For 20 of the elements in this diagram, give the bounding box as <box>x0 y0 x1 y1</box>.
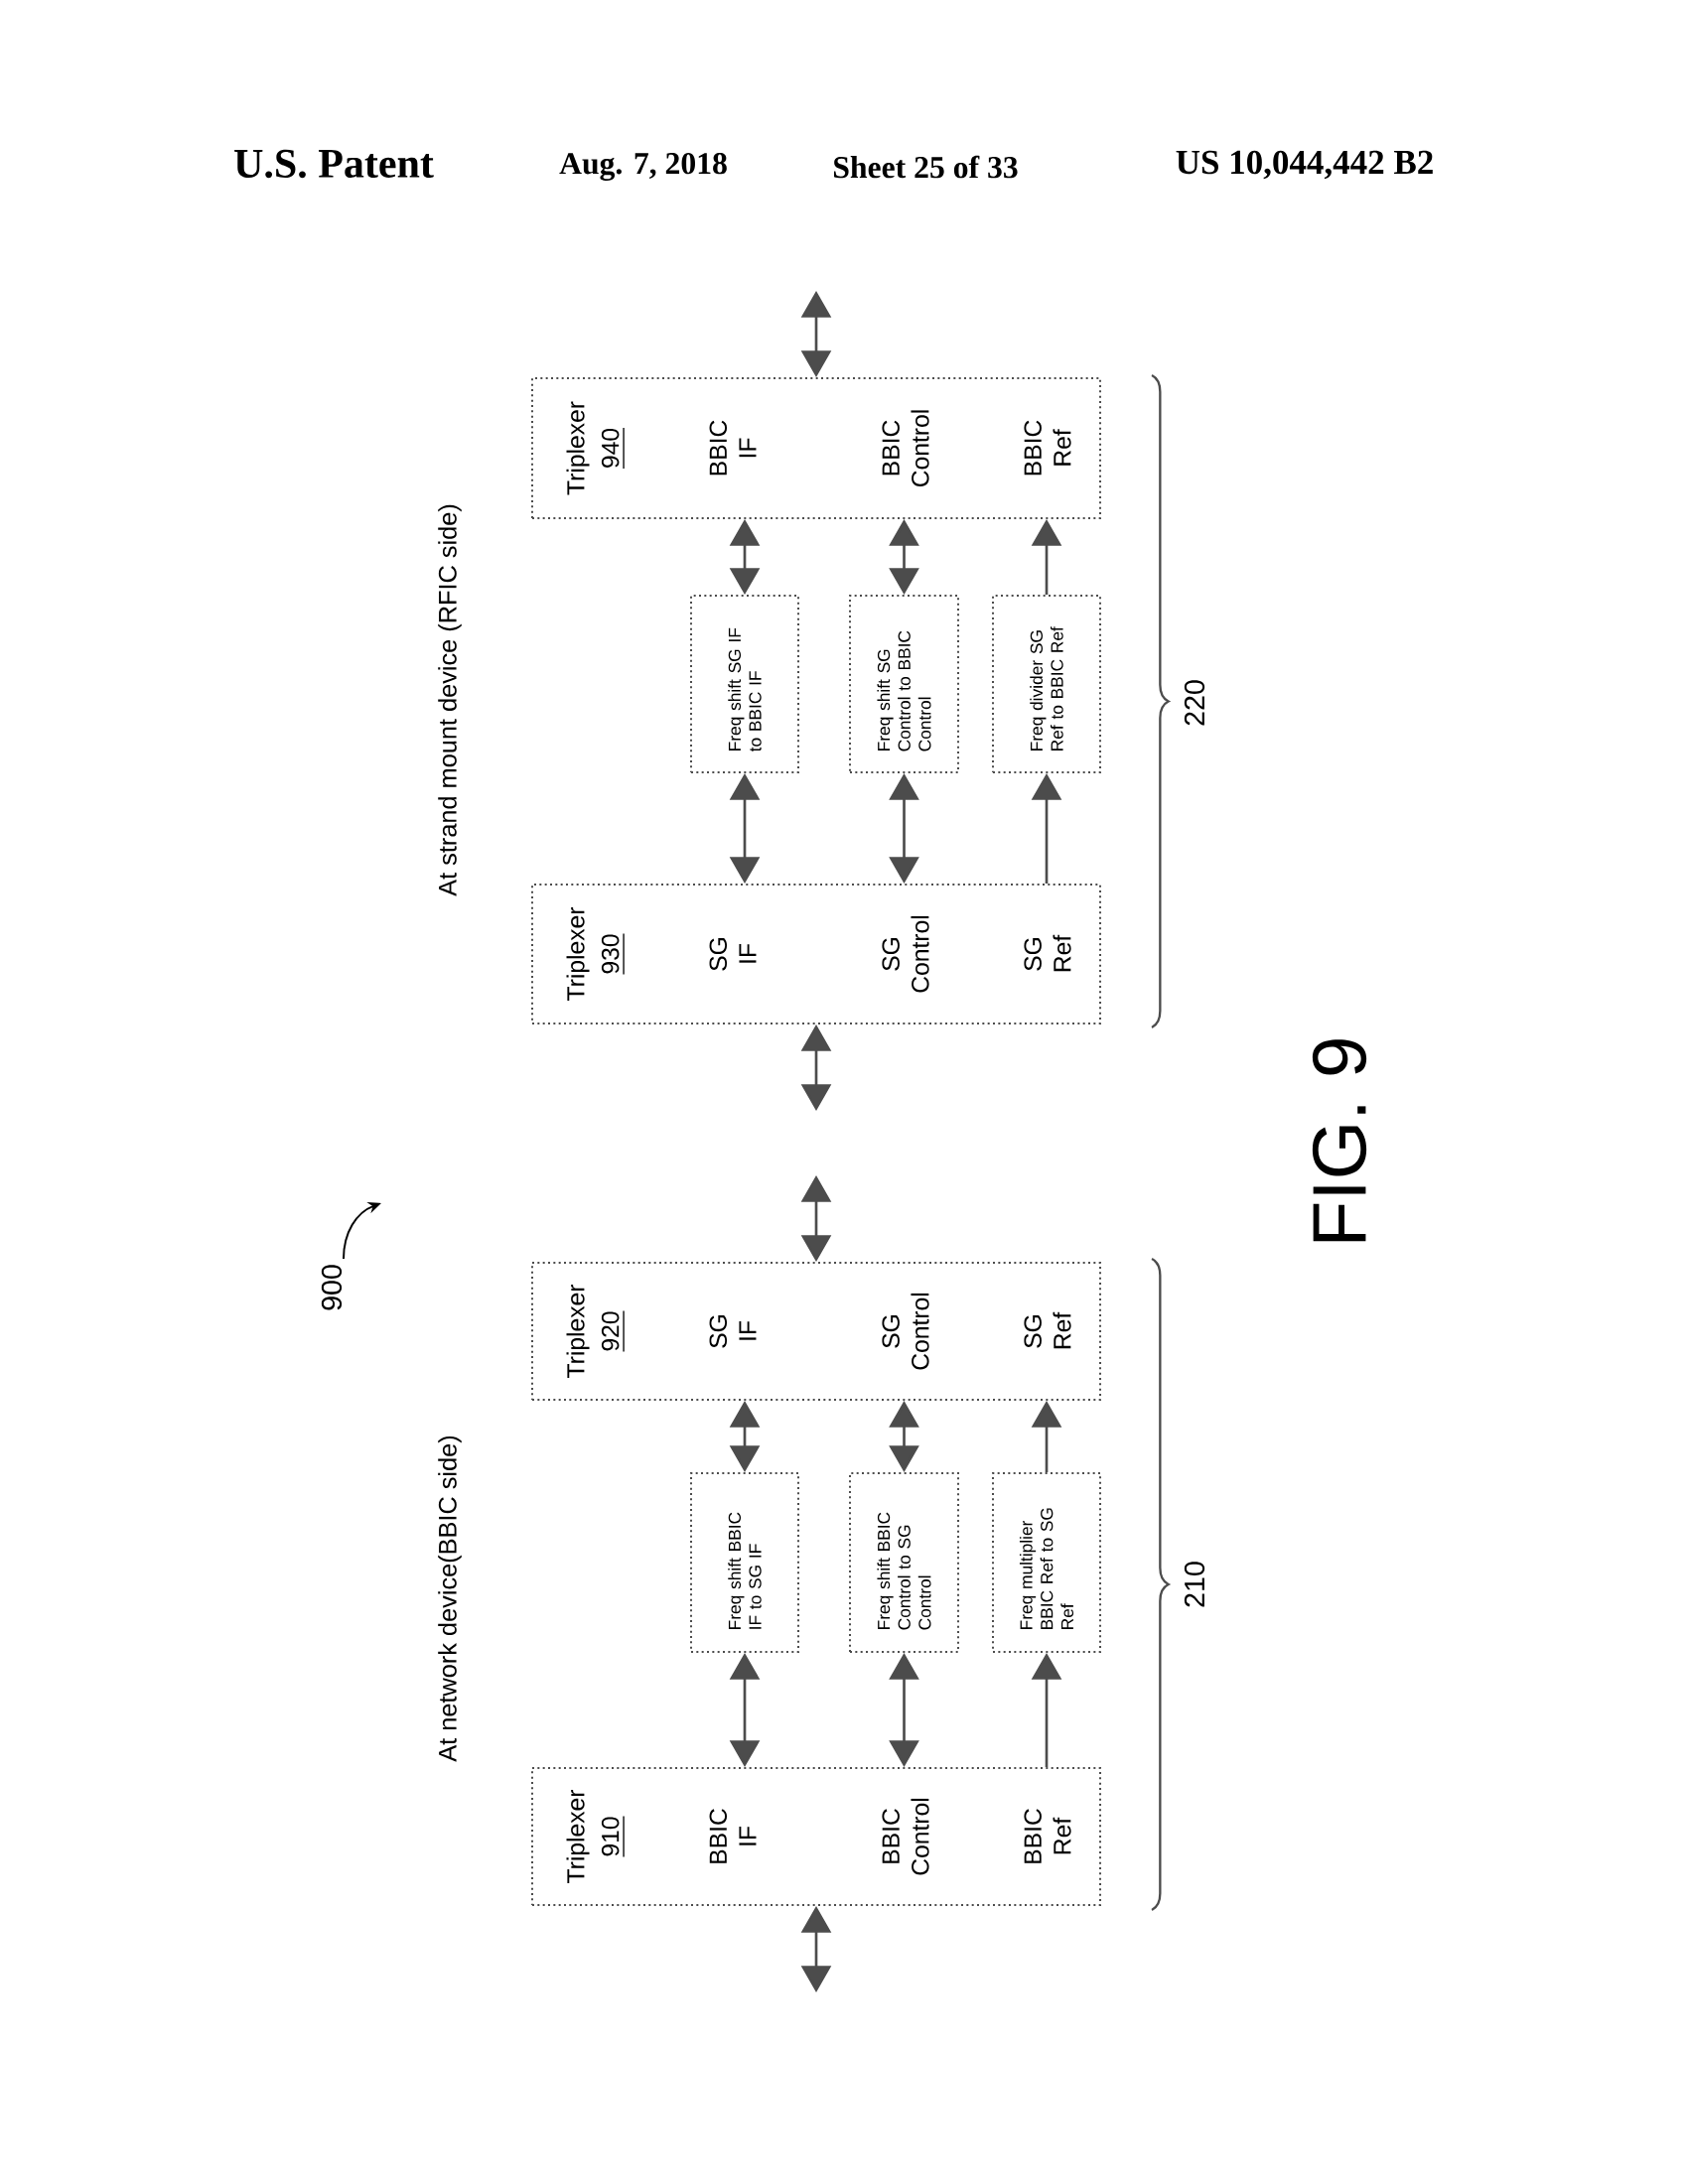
converter-box: Freq shift SG IF to BBIC IF <box>690 595 799 773</box>
figure-label: FIG. 9 <box>1312 1039 1367 1242</box>
converter-box: Freq shift BBIC Control to SG Control <box>849 1472 959 1653</box>
triplexer-box: Triplexer 930 SG IF SG Control SG Ref <box>531 884 1101 1024</box>
triplexer-box: Triplexer 920 SG IF SG Control SG Ref <box>531 1262 1101 1401</box>
reference-numeral: 210 <box>1184 1562 1205 1607</box>
converter-box: Freq multiplier BBIC Ref to SG Ref <box>992 1472 1101 1653</box>
converter-box: Freq divider SG Ref to BBIC Ref <box>992 595 1101 773</box>
converter-box: Freq shift SG Control to BBIC Control <box>849 595 959 773</box>
header-text: Sheet 25 of 33 <box>834 155 1018 179</box>
section-label: At strand mount device (RFIC side) <box>438 504 462 896</box>
section-label: At network device(BBIC side) <box>438 1435 462 1762</box>
triplexer-box: Triplexer 910 BBIC IF BBIC Control BBIC Ref <box>531 1767 1101 1907</box>
reference-numeral: 220 <box>1184 680 1205 726</box>
reference-numeral: 900 <box>321 1265 343 1310</box>
header-text: U.S. Patent <box>234 149 434 179</box>
converter-box: Freq shift BBIC IF to SG IF <box>690 1472 799 1653</box>
triplexer-box: Triplexer 940 BBIC IF BBIC Control BBIC Ref <box>531 377 1101 519</box>
header-text: Aug. 7, 2018 <box>559 152 727 182</box>
header-text: US 10,044,442 B2 <box>1176 150 1433 180</box>
